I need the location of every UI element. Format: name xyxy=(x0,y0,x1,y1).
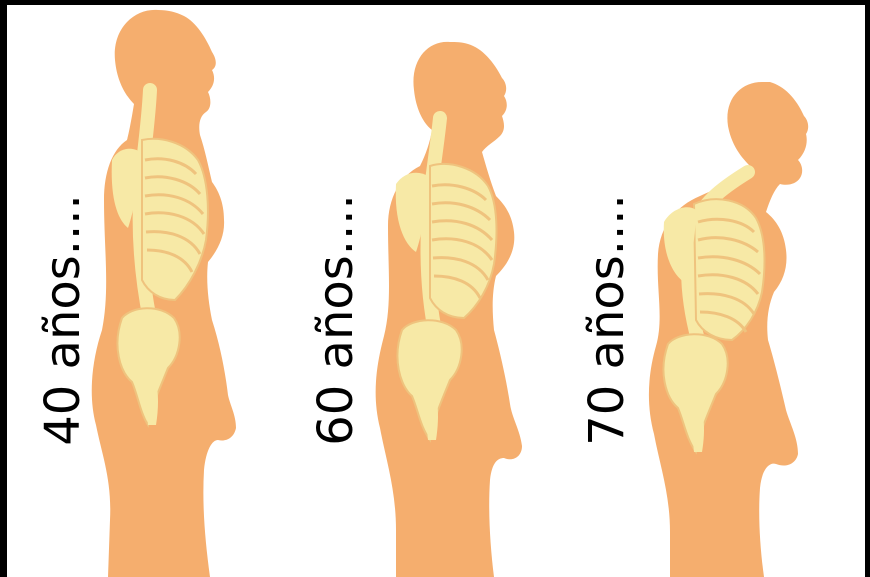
figure-70-years xyxy=(649,82,808,577)
age-label-70: 70 años.... xyxy=(583,194,631,446)
figure-60-years xyxy=(376,42,522,577)
figure-40-years xyxy=(92,10,236,577)
age-label-60: 60 años.... xyxy=(312,194,360,446)
age-label-40: 40 años.... xyxy=(39,194,87,446)
